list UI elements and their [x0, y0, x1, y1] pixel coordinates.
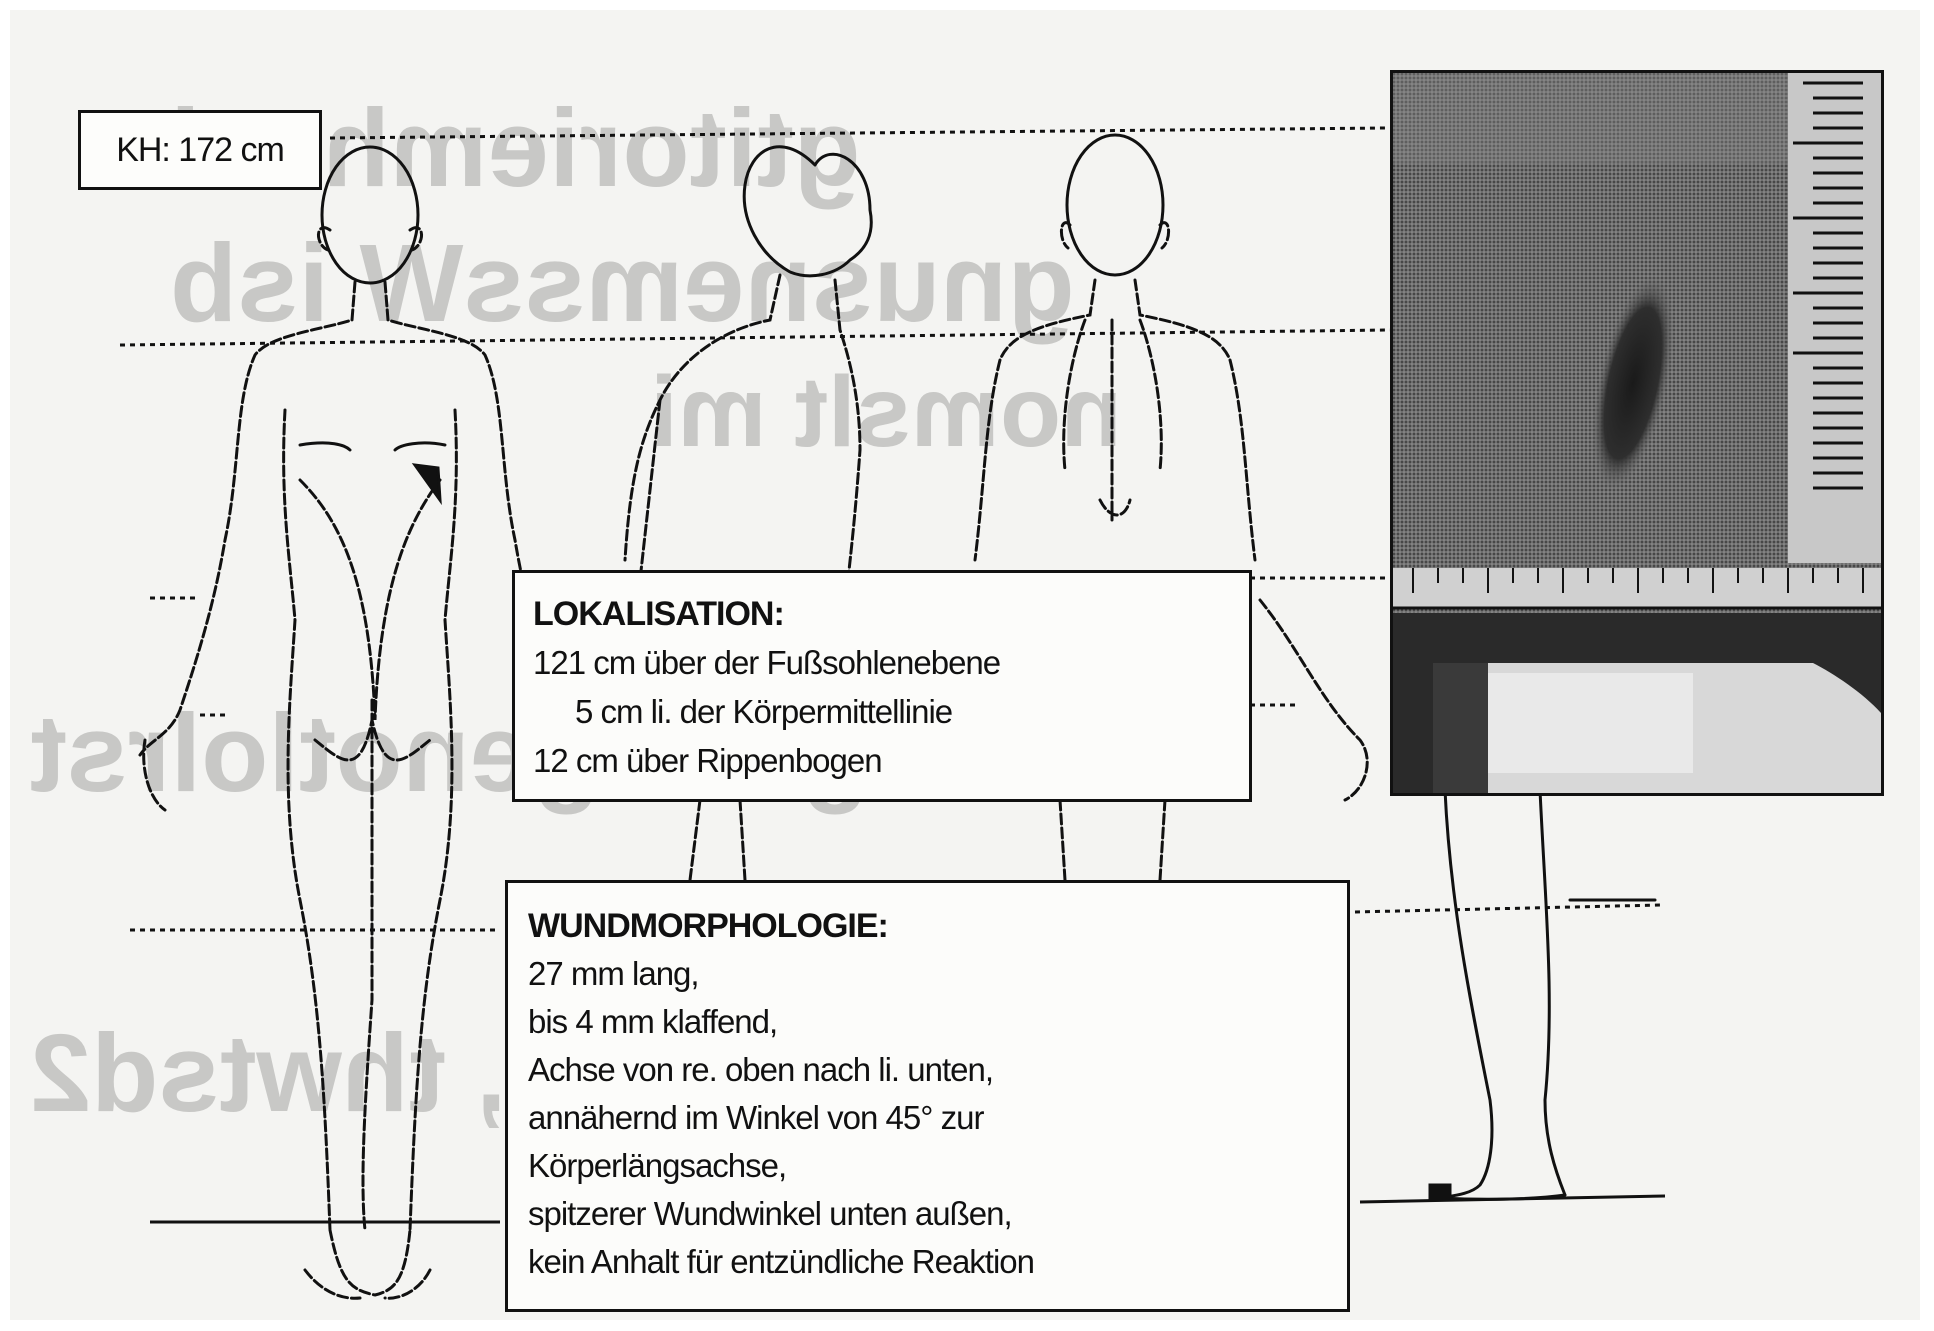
localization-heading: LOKALISATION:	[533, 595, 1231, 634]
wound-morphology-line: 27 mm lang,	[528, 950, 1327, 998]
reference-line	[1355, 905, 1660, 912]
reference-line	[330, 128, 1385, 138]
wound-photo-image	[1393, 73, 1881, 793]
wound-morphology-line: annähernd im Winkel von 45° zur	[528, 1094, 1327, 1142]
body-height-label: KH: 172 cm	[78, 110, 322, 190]
wound-morphology-line: bis 4 mm klaffend,	[528, 998, 1327, 1046]
localization-line: 12 cm über Rippenbogen	[533, 736, 1231, 785]
wound-morphology-line: Achse von re. oben nach li. unten,	[528, 1046, 1327, 1094]
wound-photo	[1390, 70, 1884, 796]
ruler-horizontal	[1393, 568, 1881, 608]
lateral-legs-figure	[1430, 790, 1655, 1199]
wound-morphology-box: WUNDMORPHOLOGIE: 27 mm lang, bis 4 mm kl…	[505, 880, 1350, 1312]
wound-morphology-heading: WUNDMORPHOLOGIE:	[528, 907, 1327, 946]
knife-blade	[1393, 613, 1881, 793]
ruler-vertical	[1788, 73, 1881, 563]
wound-morphology-line: kein Anhalt für entzündliche Reaktion	[528, 1238, 1327, 1286]
wound-morphology-line: Körperlängsachse,	[528, 1142, 1327, 1190]
localization-line: 121 cm über der Fußsohlenebene	[533, 638, 1231, 687]
localization-box: LOKALISATION: 121 cm über der Fußsohlene…	[512, 570, 1252, 802]
wound-morphology-line: spitzerer Wundwinkel unten außen,	[528, 1190, 1327, 1238]
localization-line: 5 cm li. der Körpermittellinie	[533, 687, 1231, 736]
wound-marker	[415, 465, 440, 500]
